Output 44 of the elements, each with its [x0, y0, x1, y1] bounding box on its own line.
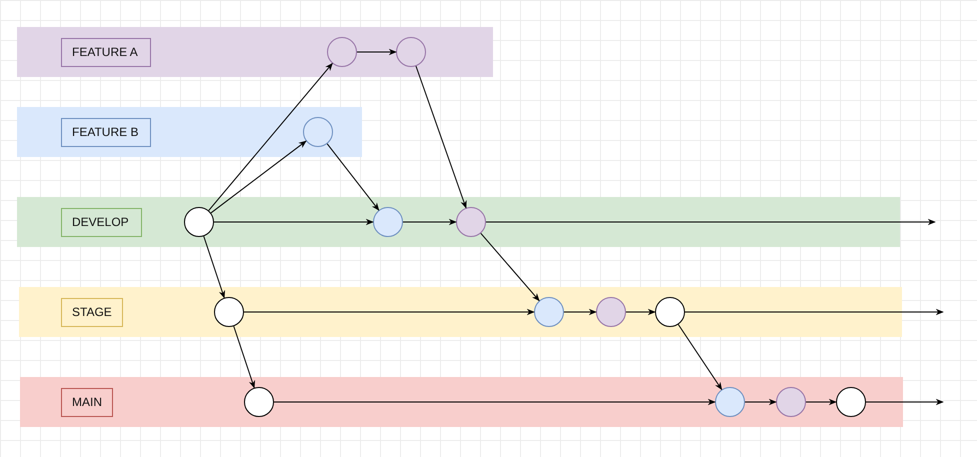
arrow [626, 308, 656, 316]
commit-circle [184, 207, 214, 237]
commit-circle [327, 37, 357, 67]
arrow [356, 48, 397, 56]
commit-circle [836, 387, 866, 417]
commit-circle [373, 207, 403, 237]
commit-circle [214, 297, 244, 327]
arrow [208, 62, 333, 212]
swimlane-band [20, 377, 903, 427]
commit-circle [534, 297, 564, 327]
arrow [210, 140, 307, 214]
arrow [203, 236, 226, 299]
arrow [684, 308, 944, 316]
commit-circle [303, 117, 333, 147]
arrow [480, 232, 540, 302]
arrow [806, 398, 837, 406]
arrow [486, 218, 936, 226]
arrow [402, 218, 457, 226]
commit-circle [396, 37, 426, 67]
arrow [214, 218, 374, 226]
swimlane-band [19, 287, 902, 337]
swimlane-band [17, 107, 362, 157]
arrow [678, 324, 722, 390]
commit-circle [715, 387, 745, 417]
commit-circle [244, 387, 274, 417]
arrow [274, 398, 716, 406]
arrow [233, 326, 256, 389]
swimlane-band [17, 197, 900, 247]
lane-label: FEATURE B [61, 118, 151, 147]
lane-label: MAIN [61, 388, 113, 417]
lane-label: DEVELOP [61, 208, 142, 237]
commit-circle [596, 297, 626, 327]
arrow [326, 143, 380, 211]
lane-label: STAGE [61, 298, 123, 327]
swimlane-band [17, 27, 493, 77]
commit-circle [776, 387, 806, 417]
arrow [744, 398, 777, 406]
arrow [866, 398, 944, 406]
commit-circle [456, 207, 486, 237]
arrow [416, 66, 467, 209]
arrow [244, 308, 535, 316]
commit-circle [655, 297, 685, 327]
lane-label: FEATURE A [61, 38, 151, 67]
arrow [564, 308, 597, 316]
